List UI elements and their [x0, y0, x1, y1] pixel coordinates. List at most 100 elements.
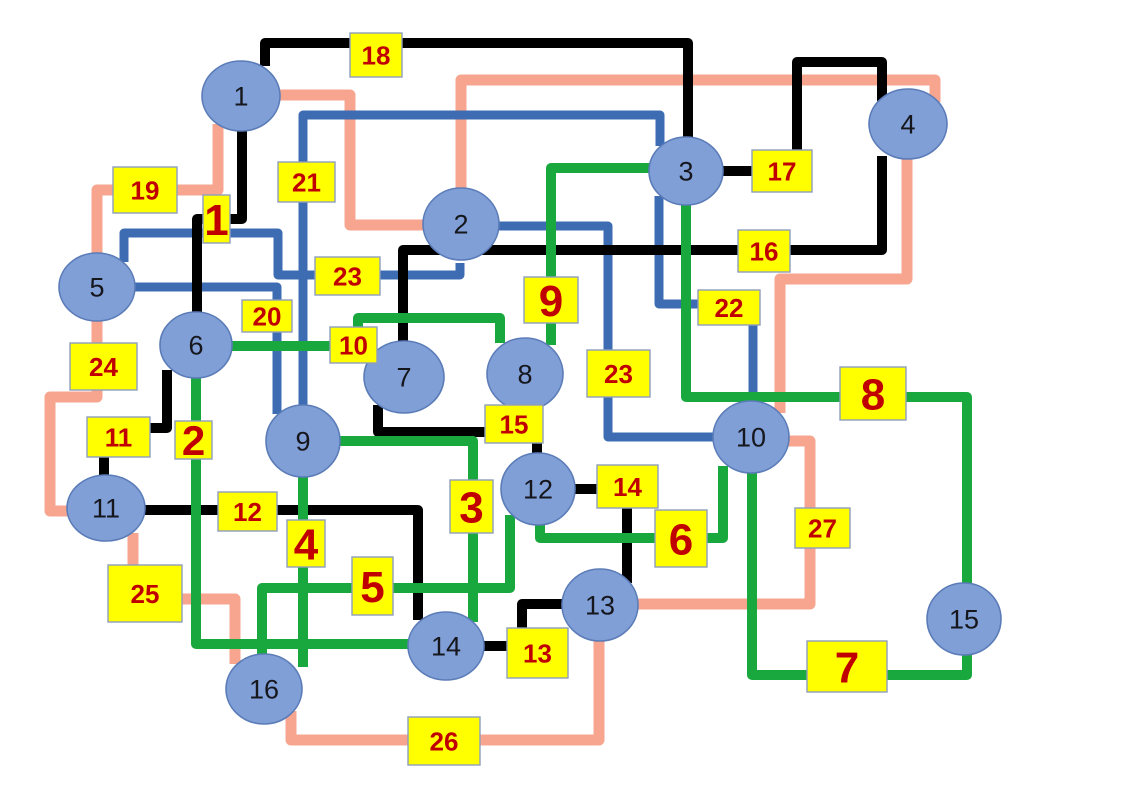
node-1: 1: [201, 60, 281, 132]
edge-label-7: 7: [806, 640, 888, 693]
edge-label-text-6: 6: [669, 515, 693, 564]
node-circle-14: [407, 611, 485, 681]
node-circle-9: [265, 404, 341, 478]
edge-route-6-12-10: [535, 466, 728, 543]
edge-4-10: [774, 157, 913, 413]
node-number-16: 16: [249, 675, 279, 705]
edge-label-27: 27: [794, 507, 851, 549]
node-number-5: 5: [89, 273, 104, 303]
node-6: 6: [159, 311, 233, 379]
node-number-14: 14: [431, 632, 461, 662]
edge-route-20-5-9: [135, 282, 282, 414]
edge-label-19: 19: [112, 166, 178, 214]
edge-label-text-17: 17: [768, 156, 797, 186]
edge-label-text-1: 1: [204, 196, 228, 245]
edge-label-text-8: 8: [861, 370, 885, 419]
node-15: 15: [926, 582, 1002, 656]
edge-route-18-1-3: [260, 38, 693, 139]
node-number-13: 13: [585, 591, 615, 621]
edge-label-text-13: 13: [523, 638, 552, 668]
node-circle-13: [561, 568, 639, 642]
edge-route-13-14-13: [482, 599, 564, 651]
edge-label-text-4: 4: [294, 520, 319, 569]
edge-label-box-4: [286, 519, 326, 568]
edge-label-10: 10: [329, 326, 378, 364]
edge-label-22: 22: [697, 289, 761, 326]
node-3: 3: [648, 136, 724, 206]
node-number-8: 8: [517, 360, 532, 390]
edge-label-box-27: [794, 507, 851, 549]
edge-label-12: 12: [217, 491, 278, 532]
node-circle-4: [868, 88, 948, 160]
node-13: 13: [561, 568, 639, 642]
edge-label-box-25: [107, 564, 183, 623]
labels-layer: 1234567891011121314151617181920212223232…: [69, 32, 907, 766]
edge-label-text-22: 22: [715, 293, 744, 323]
edge-route-16-4-7: [398, 156, 887, 343]
edge-label-6: 6: [654, 509, 708, 568]
edge-label-text-25: 25: [131, 579, 160, 609]
edge-label-17: 17: [751, 149, 813, 193]
node-circle-1: [201, 60, 281, 132]
edge-label-text-12: 12: [233, 497, 262, 527]
node-number-11: 11: [92, 494, 120, 524]
node-number-1: 1: [233, 82, 248, 112]
edge-label-box-8: [839, 366, 907, 421]
edge-label-text-7: 7: [835, 643, 859, 692]
node-circle-6: [159, 311, 233, 379]
node-circle-12: [500, 452, 576, 526]
edge-label-box-19: [112, 166, 178, 214]
edge-label-box-13: [506, 627, 569, 679]
edge-label-text-3: 3: [459, 483, 483, 532]
edge-label-text-14: 14: [613, 472, 642, 502]
node-12: 12: [500, 452, 576, 526]
edge-label-21: 21: [277, 161, 336, 203]
edge-label-box-10: [329, 326, 378, 364]
edge-1-2: [279, 89, 424, 231]
edge-label-text-5: 5: [360, 563, 384, 612]
edge-label-text-26: 26: [430, 726, 459, 756]
edge-label-text-19: 19: [131, 175, 160, 205]
edge-label-text-10: 10: [339, 330, 368, 360]
edge-label-5: 5: [351, 556, 394, 616]
edge-label-text-15: 15: [500, 409, 529, 439]
edge-label-14: 14: [596, 464, 659, 509]
edge-label-box-2: [174, 420, 213, 460]
edge-label-box-14: [596, 464, 659, 509]
node-circle-15: [926, 582, 1002, 656]
edge-label-box-17: [751, 149, 813, 193]
edge-label-2: 2: [174, 417, 213, 464]
edge-label-box-1: [202, 194, 231, 244]
edge-label-16: 16: [737, 229, 791, 273]
edge-label-box-5: [351, 556, 394, 616]
edge-label-13: 13: [506, 627, 569, 679]
node-2: 2: [422, 187, 500, 261]
edge-label-15: 15: [484, 404, 544, 444]
node-number-12: 12: [523, 475, 553, 505]
edge-label-box-11: [86, 416, 151, 458]
edge-label-box-7: [806, 640, 888, 693]
edge-label-text-23: 23: [604, 359, 633, 389]
node-14: 14: [407, 611, 485, 681]
edge-label-box-22: [697, 289, 761, 326]
edge-label-box-9: [523, 276, 579, 324]
edge-label-box-21: [277, 161, 336, 203]
node-16: 16: [225, 653, 303, 725]
edge-label-9: 9: [523, 276, 579, 326]
edge-label-box-18: [349, 32, 403, 78]
edge-route-3-9-14: [339, 436, 478, 622]
edge-label-20: 20: [241, 299, 293, 333]
node-number-2: 2: [453, 210, 468, 240]
edge-label-text-16: 16: [750, 236, 779, 266]
edge-2-4: [455, 74, 941, 189]
edge-label-1: 1: [202, 194, 231, 245]
edge-label-24: 24: [69, 342, 138, 391]
node-circle-5: [58, 252, 136, 322]
node-circle-10: [712, 400, 790, 474]
edge-label-23: 23: [586, 349, 651, 398]
node-9: 9: [265, 404, 341, 478]
edge-label-11: 11: [86, 416, 151, 458]
